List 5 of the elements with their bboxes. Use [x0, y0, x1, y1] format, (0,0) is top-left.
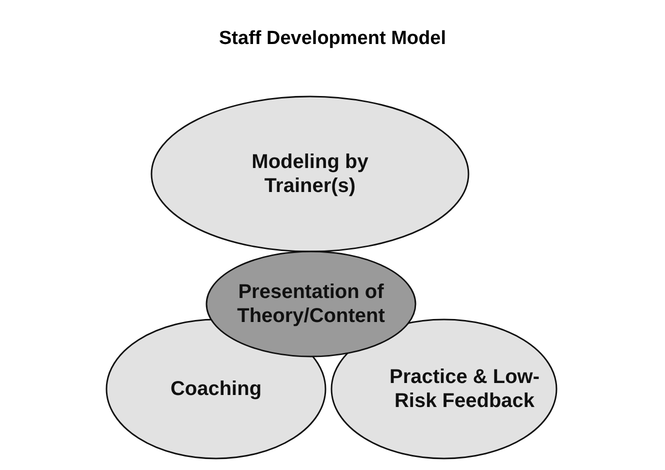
- node-label: Coaching: [169, 377, 263, 401]
- node-label: Practice & Low-Risk Feedback: [388, 365, 541, 413]
- node-label: Presentation of Theory/Content: [236, 280, 386, 328]
- diagram-title: Staff Development Model: [218, 28, 447, 50]
- node-label: Modeling by Trainer(s): [250, 150, 370, 198]
